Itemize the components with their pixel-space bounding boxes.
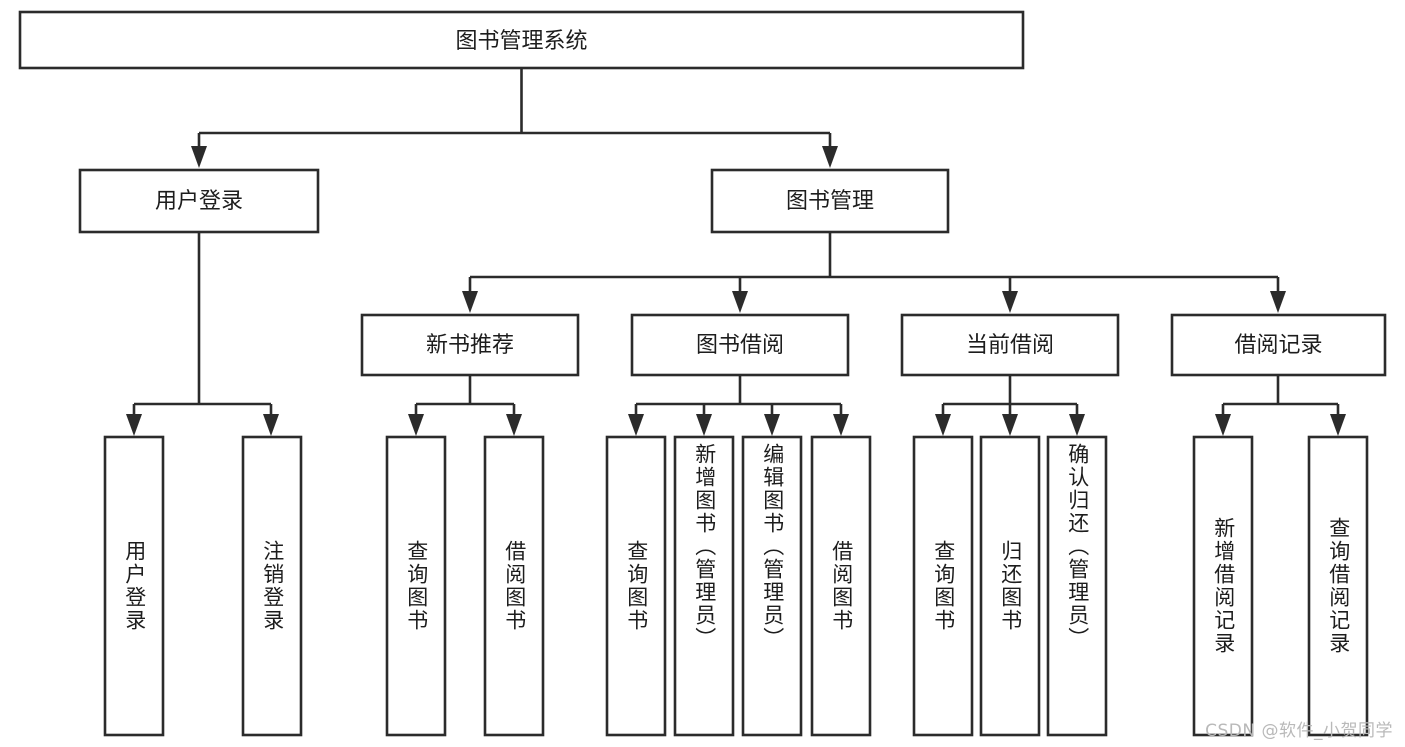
leaf-box-add-record[interactable] [1192,435,1254,737]
leaf-box-borrow-book-2[interactable] [810,435,872,737]
node-book-borrow-label: 图书借阅 [696,333,784,358]
leaf-box-user-logout[interactable] [241,435,303,737]
node-borrow-record[interactable]: 借阅记录 [1170,313,1387,377]
connector-user-login-to-leaves [126,232,279,436]
node-book-borrow[interactable]: 图书借阅 [630,313,850,377]
node-user-login[interactable]: 用户登录 [78,168,320,234]
connector-root-to-level2 [191,68,838,168]
node-user-login-label: 用户登录 [155,189,243,214]
node-current-borrow[interactable]: 当前借阅 [900,313,1120,377]
leaf-box-query-record[interactable] [1307,435,1369,737]
node-book-manage-label: 图书管理 [786,189,874,214]
connector-borrow-record-to-leaves [1215,375,1346,436]
leaf-box-borrow-book-1[interactable] [483,435,545,737]
node-new-book-recommend[interactable]: 新书推荐 [360,313,580,377]
connector-current-borrow-to-leaves [935,375,1085,436]
leaf-box-confirm-return[interactable] [1046,435,1108,737]
leaf-box-query-book-1[interactable] [385,435,447,737]
connector-book-manage-to-level3 [462,232,1286,313]
leaf-box-edit-book[interactable] [741,435,803,737]
node-new-book-recommend-label: 新书推荐 [426,333,514,358]
leaf-boxes [103,435,1369,737]
connector-new-book-recommend-to-leaves [408,375,522,436]
leaf-box-return-book[interactable] [979,435,1041,737]
node-current-borrow-label: 当前借阅 [966,333,1054,358]
leaf-box-query-book-2[interactable] [605,435,667,737]
node-root[interactable]: 图书管理系统 [18,10,1025,70]
leaf-box-query-book-3[interactable] [912,435,974,737]
leaf-box-user-login[interactable] [103,435,165,737]
node-borrow-record-label: 借阅记录 [1234,333,1322,358]
node-book-manage[interactable]: 图书管理 [710,168,950,234]
node-root-label: 图书管理系统 [455,29,587,54]
leaf-box-add-book[interactable] [673,435,735,737]
connector-book-borrow-to-leaves [628,375,849,436]
